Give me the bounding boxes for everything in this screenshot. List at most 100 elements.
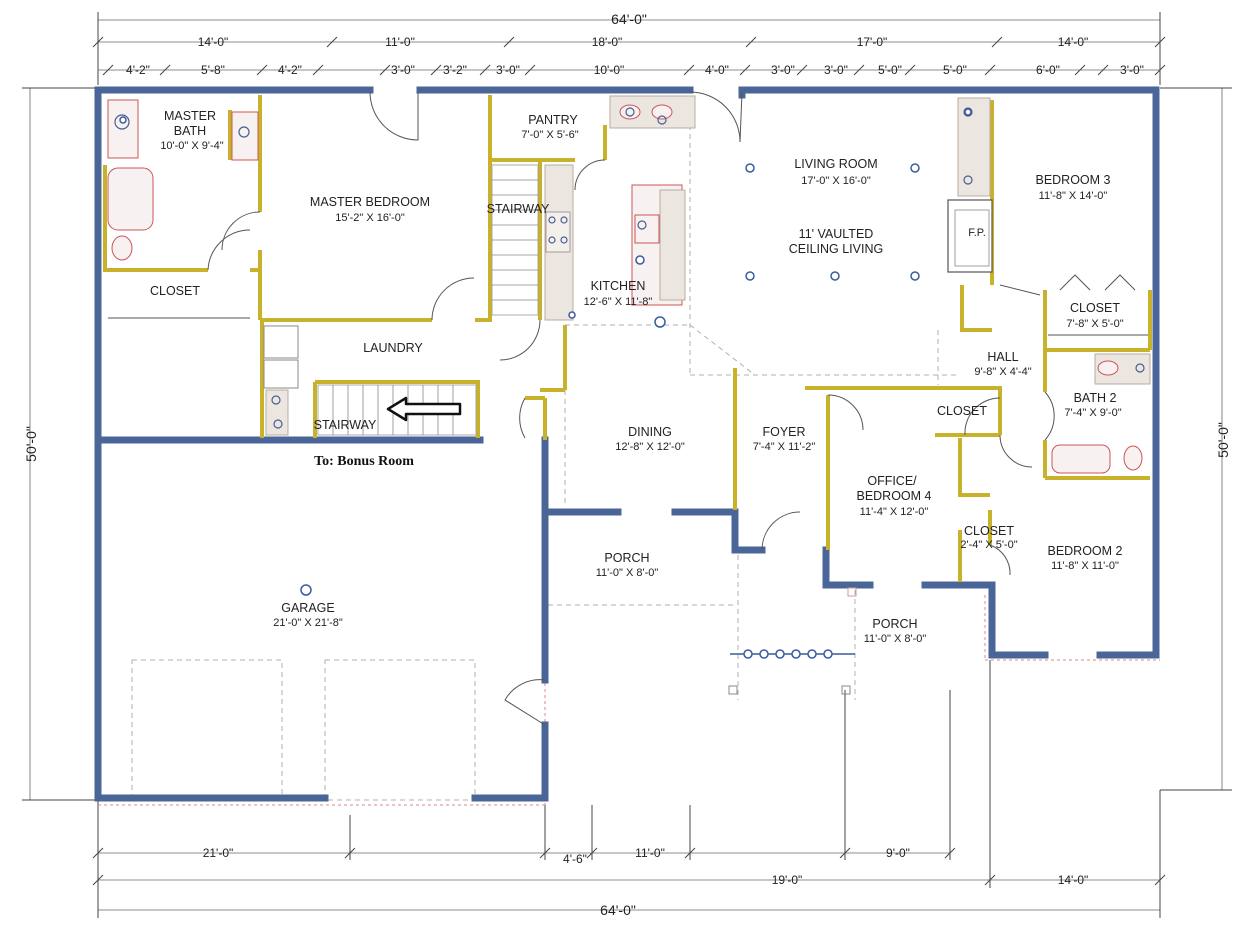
room-pantry: PANTRY 7'-0" X 5'-6" — [521, 113, 578, 141]
light-icon — [910, 271, 920, 281]
svg-text:PORCH: PORCH — [872, 617, 917, 631]
light-icon — [568, 311, 576, 319]
svg-text:7'-4" X 9'-0": 7'-4" X 9'-0" — [1064, 407, 1121, 419]
svg-text:10'-0" X 9'-4": 10'-0" X 9'-4" — [160, 140, 223, 152]
dim-bottom-5: 19'-0" — [772, 873, 803, 887]
svg-text:12'-8" X 12'-0": 12'-8" X 12'-0" — [615, 441, 685, 453]
fireplace-label: F.P. — [968, 227, 986, 239]
svg-text:MASTER: MASTER — [164, 109, 216, 123]
room-stairway-lower: STAIRWAY — [314, 418, 377, 432]
svg-text:11'-8" X 14'-0": 11'-8" X 14'-0" — [1039, 190, 1108, 202]
room-closet-master: CLOSET — [150, 284, 200, 298]
room-kitchen: KITCHEN 12'-6" X 11'-8" — [584, 279, 653, 308]
stairs-upper — [491, 164, 539, 316]
svg-text:HALL: HALL — [987, 350, 1018, 364]
svg-text:KITCHEN: KITCHEN — [591, 279, 646, 293]
dim-bottom-3: 11'-0" — [635, 846, 665, 860]
svg-text:21'-0" X 21'-8": 21'-0" X 21'-8" — [273, 617, 343, 629]
light-icon — [910, 163, 920, 173]
room-hall: HALL 9'-8" X 4'-4" — [974, 350, 1031, 378]
stairs-lower — [317, 384, 477, 436]
dim-bottom-4: 9'-0" — [886, 846, 910, 860]
room-closet-hall: CLOSET — [937, 404, 987, 418]
dim-top2-12: 5'-0" — [943, 63, 967, 77]
dim-top2-2: 5'-8" — [201, 63, 225, 77]
svg-text:2'-4" X 5'-0": 2'-4" X 5'-0" — [960, 539, 1017, 551]
svg-text:FOYER: FOYER — [762, 425, 805, 439]
svg-text:11'-8" X 11'-0": 11'-8" X 11'-0" — [1051, 560, 1119, 572]
light-icon — [745, 163, 755, 173]
dim-top2-9: 3'-0" — [771, 63, 795, 77]
svg-text:DINING: DINING — [628, 425, 672, 439]
room-master-bedroom: MASTER BEDROOM 15'-2" X 16'-0" — [310, 195, 430, 224]
svg-text:GARAGE: GARAGE — [281, 601, 335, 615]
room-dining: DINING 12'-8" X 12'-0" — [615, 425, 685, 453]
room-stairway-upper: STAIRWAY — [487, 202, 550, 216]
svg-text:CEILING LIVING: CEILING LIVING — [789, 242, 883, 256]
svg-text:9'-8" X 4'-4": 9'-8" X 4'-4" — [974, 366, 1031, 378]
dim-top-2: 11'-0" — [385, 35, 415, 49]
svg-text:BEDROOM 4: BEDROOM 4 — [856, 489, 931, 503]
room-porch-front: PORCH 11'-0" X 8'-0" — [864, 617, 927, 645]
dim-top2-10: 3'-0" — [824, 63, 848, 77]
dim-top-3: 18'-0" — [592, 35, 623, 49]
room-bath-2: BATH 2 7'-4" X 9'-0" — [1064, 391, 1121, 419]
svg-text:11'-0" X 8'-0": 11'-0" X 8'-0" — [864, 633, 927, 645]
arrow-left-icon — [386, 396, 462, 422]
svg-text:11'-0" X 8'-0": 11'-0" X 8'-0" — [596, 567, 659, 579]
svg-text:CLOSET: CLOSET — [1070, 301, 1120, 315]
light-icon — [300, 584, 312, 596]
dim-top2-13: 6'-0" — [1036, 63, 1060, 77]
fixtures — [107, 95, 1151, 474]
dim-top-4: 17'-0" — [857, 35, 888, 49]
svg-text:BEDROOM 3: BEDROOM 3 — [1035, 173, 1110, 187]
dim-bottom-1: 21'-0" — [203, 846, 234, 860]
svg-text:BATH: BATH — [174, 124, 206, 138]
dim-top2-4: 3'-0" — [391, 63, 415, 77]
svg-text:BEDROOM 2: BEDROOM 2 — [1047, 544, 1122, 558]
svg-text:7'-8" X 5'-0": 7'-8" X 5'-0" — [1066, 318, 1123, 330]
dim-bottom-6: 14'-0" — [1058, 873, 1089, 887]
room-bedroom-3: BEDROOM 3 11'-8" X 14'-0" — [1035, 173, 1110, 202]
light-icon — [964, 108, 972, 116]
dim-top2-7: 10'-0" — [594, 63, 625, 77]
dim-top2-5: 3'-2" — [443, 63, 467, 77]
room-closet-bedroom-3: CLOSET 7'-8" X 5'-0" — [1066, 301, 1123, 330]
dimension-lines — [22, 12, 1232, 918]
room-master-bath: MASTER BATH 10'-0" X 9'-4" — [160, 109, 223, 152]
guide-lines — [98, 125, 1160, 806]
room-porch-rear: PORCH 11'-0" X 8'-0" — [596, 551, 659, 579]
dim-top2-1: 4'-2" — [126, 63, 150, 77]
room-garage: GARAGE 21'-0" X 21'-8" — [273, 601, 343, 629]
light-icon — [119, 116, 127, 124]
interior-walls — [103, 95, 1152, 582]
svg-text:CLOSET: CLOSET — [964, 524, 1014, 538]
svg-text:LIVING ROOM: LIVING ROOM — [794, 157, 877, 171]
dim-top2-3: 4'-2" — [278, 63, 302, 77]
room-office: OFFICE/ BEDROOM 4 11'-4" X 12'-0" — [856, 474, 931, 518]
light-icon — [635, 255, 645, 265]
dim-top2-6: 3'-0" — [496, 63, 520, 77]
light-icon — [830, 271, 840, 281]
svg-text:PORCH: PORCH — [604, 551, 649, 565]
svg-text:15'-2" X 16'-0": 15'-2" X 16'-0" — [335, 212, 405, 224]
svg-text:17'-0" X 16'-0": 17'-0" X 16'-0" — [801, 175, 871, 187]
light-icon — [654, 316, 666, 328]
dim-bottom-2: 4'-6" — [563, 852, 587, 866]
svg-text:11' VAULTED: 11' VAULTED — [799, 227, 874, 241]
overall-width-top: 64'-0" — [611, 11, 647, 27]
light-icon — [745, 271, 755, 281]
svg-text:12'-6" X 11'-8": 12'-6" X 11'-8" — [584, 296, 653, 308]
dim-top-1: 14'-0" — [198, 35, 229, 49]
room-laundry: LAUNDRY — [363, 341, 423, 355]
doors — [207, 91, 1136, 726]
svg-text:7'-4" X 11'-2": 7'-4" X 11'-2" — [753, 441, 816, 453]
room-foyer: FOYER 7'-4" X 11'-2" — [753, 425, 816, 453]
exterior-walls — [94, 86, 1160, 802]
room-bedroom-2: BEDROOM 2 11'-8" X 11'-0" — [1047, 544, 1122, 572]
bonus-room-note: To: Bonus Room — [314, 454, 414, 469]
dim-top2-11: 5'-0" — [878, 63, 902, 77]
room-labels: MASTER BATH 10'-0" X 9'-4" MASTER BEDROO… — [150, 109, 1124, 645]
svg-text:BATH 2: BATH 2 — [1074, 391, 1117, 405]
